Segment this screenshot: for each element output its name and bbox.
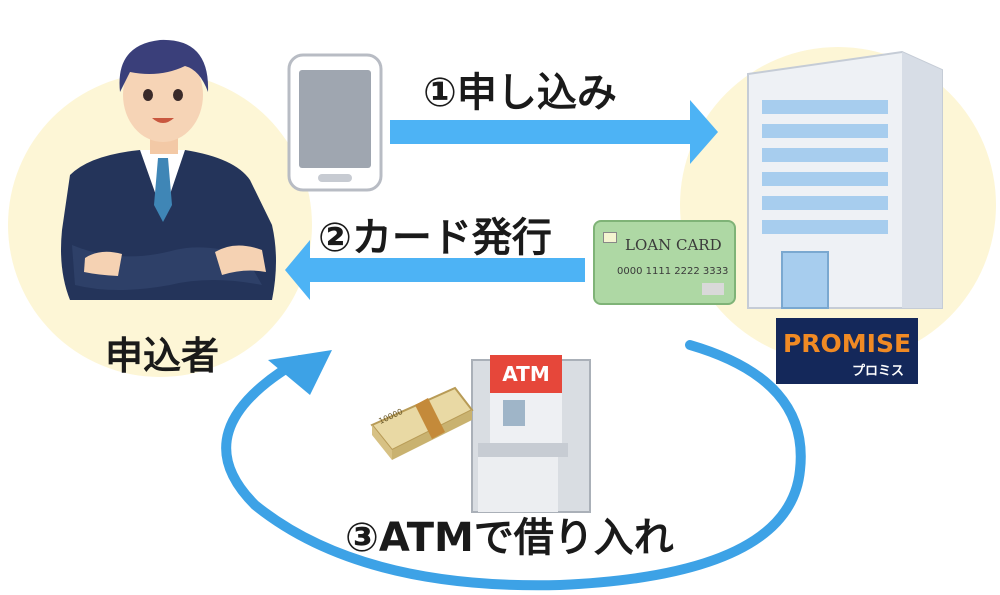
- card-number: 0000 1111 2222 3333: [617, 266, 729, 277]
- brand-name-jp: プロミス: [851, 364, 904, 379]
- step1-label: ①申し込み: [423, 70, 617, 116]
- card-issue-arrow: [285, 240, 585, 300]
- businessman-icon: [61, 39, 276, 300]
- card-title: LOAN CARD: [625, 236, 722, 254]
- card-stripe: [702, 283, 724, 295]
- step3-label: ③ATMで借り入れ: [345, 515, 674, 561]
- brand-name-en: PROMISE: [782, 329, 912, 358]
- applicant-label: 申込者: [105, 334, 220, 378]
- atm-machine-icon: [471, 355, 591, 513]
- atm-loop: [221, 340, 806, 591]
- office-building-icon: [747, 50, 943, 309]
- banknotes-icon: [370, 386, 474, 460]
- smartphone-icon: [287, 53, 383, 192]
- atm-sign: ATM: [502, 362, 550, 386]
- card-chip: [603, 232, 617, 243]
- apply-arrow: [390, 100, 718, 164]
- loan-card-icon: LOAN CARD 0000 1111 2222 3333: [593, 220, 736, 305]
- step2-label: ②カード発行: [318, 215, 552, 261]
- promise-logo: PROMISE プロミス: [776, 318, 918, 384]
